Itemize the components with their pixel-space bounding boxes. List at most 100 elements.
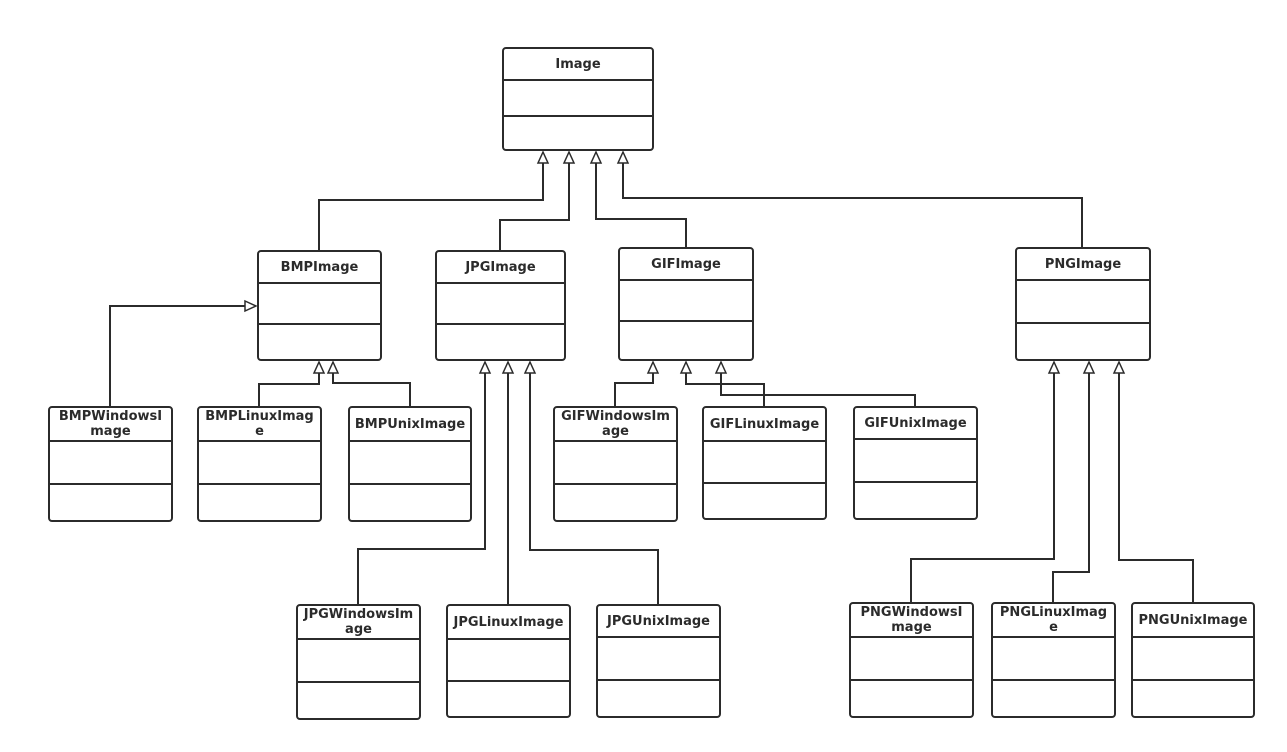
class-box-bmpimage[interactable]: BMPImage	[257, 250, 382, 361]
generalization-jpg-to-image	[499, 150, 576, 250]
class-box-pngwindowsimage[interactable]: PNGWindowsImage	[849, 602, 974, 718]
class-box-bmplinuximage[interactable]: BMPLinuxImage	[197, 406, 322, 522]
class-box-pnguniximage[interactable]: PNGUnixImage	[1131, 602, 1255, 718]
inheritance-arrowhead-icon	[714, 360, 728, 374]
class-name: PNGImage	[1044, 256, 1122, 272]
class-operations-compartment	[448, 680, 569, 716]
generalization-jpg_unix-to-jpg	[523, 360, 659, 604]
class-operations-compartment	[555, 483, 676, 520]
generalization-gif_win-to-gif	[614, 360, 660, 406]
class-box-jpglinuximage[interactable]: JPGLinuxImage	[446, 604, 571, 718]
class-attributes-compartment	[855, 438, 976, 481]
inheritance-arrowhead-icon	[562, 150, 576, 164]
generalization-png-to-image	[616, 150, 1083, 247]
connector-line	[357, 373, 486, 604]
class-operations-compartment	[504, 115, 652, 149]
connector-line	[529, 373, 659, 604]
connector-line	[499, 163, 570, 250]
class-name: BMPWindowsImage	[58, 409, 163, 439]
class-operations-compartment	[437, 323, 564, 359]
connector-line	[1052, 373, 1090, 602]
class-box-bmpuniximage[interactable]: BMPUnixImage	[348, 406, 472, 522]
class-attributes-compartment	[620, 279, 752, 320]
class-operations-compartment	[851, 679, 972, 716]
class-operations-compartment	[50, 483, 171, 520]
class-box-jpguniximage[interactable]: JPGUnixImage	[596, 604, 721, 718]
class-attributes-compartment	[993, 636, 1114, 679]
inheritance-arrowhead-icon	[536, 150, 550, 164]
class-name: JPGImage	[465, 259, 536, 275]
class-box-giflinuximage[interactable]: GIFLinuxImage	[702, 406, 827, 520]
connector-line	[332, 373, 411, 406]
class-box-pngimage[interactable]: PNGImage	[1015, 247, 1151, 361]
class-attributes-compartment	[598, 636, 719, 679]
class-attributes-compartment	[555, 440, 676, 483]
class-box-gifwindowsimage[interactable]: GIFWindowsImage	[553, 406, 678, 522]
class-attributes-compartment	[259, 282, 380, 323]
inheritance-arrowhead-icon	[312, 360, 326, 374]
inheritance-arrowhead-icon	[244, 299, 258, 313]
class-operations-compartment	[704, 482, 825, 518]
class-attributes-compartment	[1017, 279, 1149, 322]
class-name: JPGWindowsImage	[303, 607, 414, 637]
class-name: BMPLinuxImage	[205, 409, 314, 439]
class-attributes-compartment	[437, 282, 564, 323]
class-operations-compartment	[855, 481, 976, 518]
generalization-gif-to-image	[589, 150, 687, 247]
generalization-bmp_linux-to-bmp	[258, 360, 326, 406]
inheritance-arrowhead-icon	[326, 360, 340, 374]
inheritance-arrowhead-icon	[589, 150, 603, 164]
class-operations-compartment	[993, 679, 1114, 716]
class-name: PNGWindowsImage	[860, 605, 963, 635]
class-name: JPGLinuxImage	[453, 614, 564, 630]
class-box-jpgimage[interactable]: JPGImage	[435, 250, 566, 361]
connector-line	[622, 163, 1083, 247]
class-attributes-compartment	[851, 636, 972, 679]
connector-line	[258, 373, 320, 406]
class-operations-compartment	[598, 679, 719, 716]
class-attributes-compartment	[298, 638, 419, 681]
class-operations-compartment	[350, 483, 470, 520]
connector-line	[685, 373, 765, 406]
class-attributes-compartment	[448, 638, 569, 680]
inheritance-arrowhead-icon	[501, 360, 515, 374]
class-operations-compartment	[298, 681, 419, 718]
connector-line	[109, 305, 245, 406]
class-operations-compartment	[259, 323, 380, 359]
class-box-gifimage[interactable]: GIFImage	[618, 247, 754, 361]
class-name: GIFWindowsImage	[561, 409, 670, 439]
class-name: Image	[555, 56, 601, 72]
class-name: GIFLinuxImage	[709, 416, 820, 432]
class-box-jpgwindowsimage[interactable]: JPGWindowsImage	[296, 604, 421, 720]
class-box-bmpwindowsimage[interactable]: BMPWindowsImage	[48, 406, 173, 522]
class-attributes-compartment	[350, 440, 470, 483]
class-box-pnglinuximage[interactable]: PNGLinuxImage	[991, 602, 1116, 718]
connector-line	[910, 373, 1055, 602]
class-attributes-compartment	[1133, 636, 1253, 679]
generalization-png_linux-to-png	[1052, 360, 1096, 602]
connector-line	[614, 373, 654, 406]
generalization-gif_unix-to-gif	[714, 360, 916, 406]
connector-line	[1118, 373, 1194, 602]
generalization-png_unix-to-png	[1112, 360, 1194, 602]
class-operations-compartment	[1133, 679, 1253, 716]
class-attributes-compartment	[50, 440, 171, 483]
connector-line	[318, 163, 544, 250]
inheritance-arrowhead-icon	[1047, 360, 1061, 374]
class-name: JPGUnixImage	[607, 613, 710, 629]
connector-line	[720, 373, 916, 406]
inheritance-arrowhead-icon	[616, 150, 630, 164]
class-box-image[interactable]: Image	[502, 47, 654, 151]
inheritance-arrowhead-icon	[1112, 360, 1126, 374]
class-operations-compartment	[199, 483, 320, 520]
inheritance-arrowhead-icon	[679, 360, 693, 374]
generalization-bmp_win-to-bmp	[109, 299, 258, 406]
inheritance-arrowhead-icon	[478, 360, 492, 374]
generalization-jpg_linux-to-jpg	[501, 360, 515, 604]
class-attributes-compartment	[504, 79, 652, 115]
class-operations-compartment	[1017, 322, 1149, 359]
class-box-gifuniximage[interactable]: GIFUnixImage	[853, 406, 978, 520]
generalization-jpg_win-to-jpg	[357, 360, 492, 604]
